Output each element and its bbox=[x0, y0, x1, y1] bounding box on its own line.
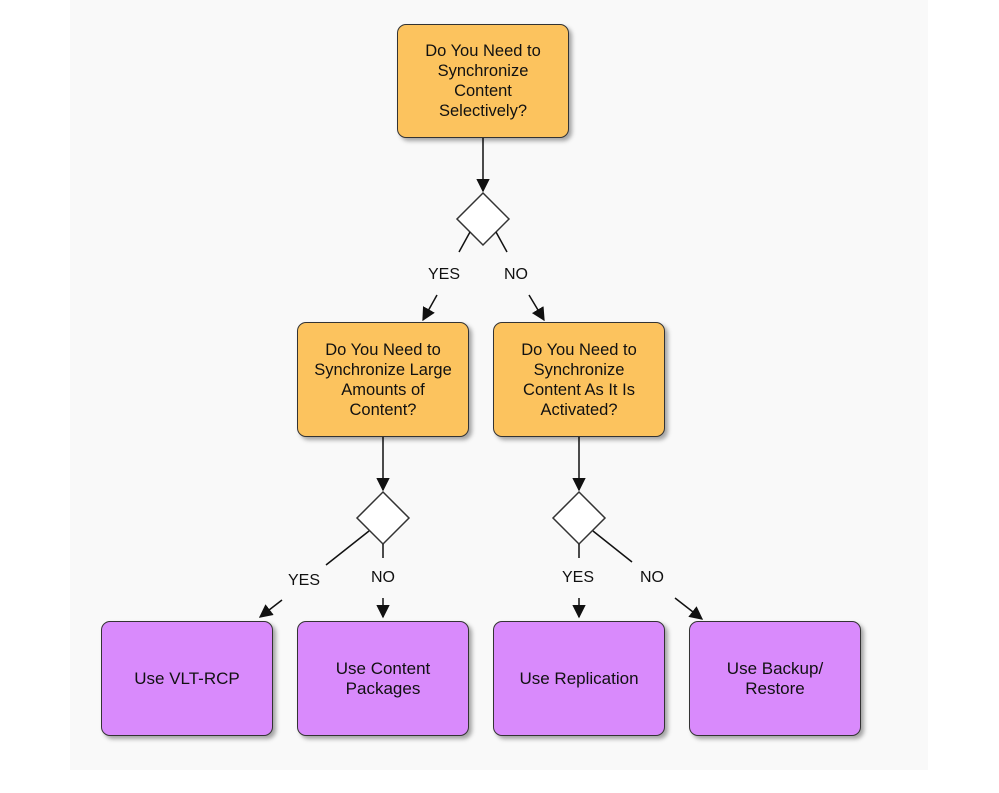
question-synchronize-as-activated: Do You Need to Synchronize Content As It… bbox=[493, 322, 665, 437]
edge-label-decision-3-no: NO bbox=[640, 569, 664, 586]
edge-decision-1-no-upper bbox=[495, 231, 508, 253]
edge-label-decision-1-no: NO bbox=[504, 266, 528, 283]
edge-decision-3-no-lower bbox=[674, 597, 704, 620]
action-use-replication: Use Replication bbox=[493, 621, 665, 736]
action-use-backup-restore: Use Backup/ Restore bbox=[689, 621, 861, 736]
decision-diamond-2 bbox=[355, 490, 411, 546]
decision-diamond-1 bbox=[455, 191, 511, 247]
edge-label-decision-2-yes: YES bbox=[287, 572, 321, 589]
edge-decision-3-no-upper bbox=[592, 530, 633, 563]
edge-label-decision-3-yes: YES bbox=[561, 569, 595, 586]
edge-decision-2-yes-lower bbox=[258, 599, 283, 618]
edge-decision-1-no-lower bbox=[528, 294, 545, 322]
action-use-vlt-rcp: Use VLT-RCP bbox=[101, 621, 273, 736]
action-use-content-packages: Use Content Packages bbox=[297, 621, 469, 736]
edge-decision-1-yes-lower bbox=[422, 294, 438, 322]
edge-decision-2-yes-upper bbox=[325, 530, 370, 566]
question-synchronize-selectively: Do You Need to Synchronize Content Selec… bbox=[397, 24, 569, 138]
edge-label-decision-2-no: NO bbox=[371, 569, 395, 586]
edge-label-decision-1-yes: YES bbox=[427, 266, 461, 283]
decision-diamond-3 bbox=[551, 490, 607, 546]
question-synchronize-large-amounts: Do You Need to Synchronize Large Amounts… bbox=[297, 322, 469, 437]
edge-decision-1-yes-upper bbox=[458, 231, 471, 253]
